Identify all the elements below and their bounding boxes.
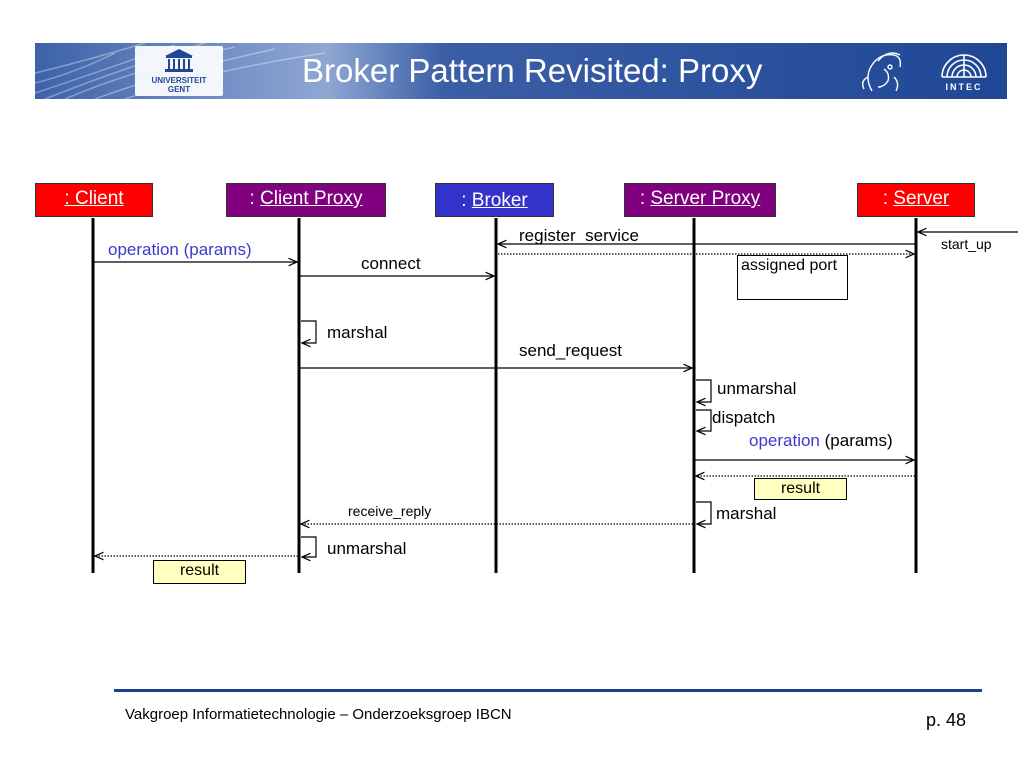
object-broker: : Broker (435, 183, 554, 217)
footer-divider (114, 689, 982, 692)
logo-text-gent: GENT (167, 85, 191, 94)
arrow-marshal-self (301, 320, 317, 343)
object-client: : Client (35, 183, 153, 217)
object-server-label: Server (893, 188, 950, 209)
label-marshal: marshal (327, 323, 388, 342)
logo-text-universiteit: UNIVERSITEIT (151, 76, 207, 85)
label-send-request: send_request (519, 341, 623, 360)
object-broker-label: Broker (471, 190, 528, 211)
label-unmarshal-2: unmarshal (327, 539, 407, 558)
arrow-marshal-self-2 (696, 501, 712, 524)
object-broker-prefix: : (461, 190, 472, 211)
label-receive-reply: receive_reply (348, 503, 432, 519)
label-connect: connect (361, 254, 421, 273)
label-register-service: register_service (519, 226, 639, 245)
object-server-proxy: : Server Proxy (624, 183, 776, 217)
object-server: : Server (857, 183, 975, 217)
label-operation-params: operation (params) (108, 240, 252, 259)
building-icon (165, 49, 193, 72)
arrow-unmarshal-self-2 (301, 536, 317, 557)
intec-logo-icon (941, 54, 987, 78)
intec-logo-text: INTEC (945, 82, 983, 92)
object-client-proxy-label: Client Proxy (260, 188, 363, 209)
object-client-label: : Client (64, 188, 124, 209)
object-client-proxy-prefix: : (249, 188, 261, 209)
label-unmarshal: unmarshal (717, 379, 797, 398)
object-server-prefix: : (882, 188, 894, 209)
result-note-server: result (754, 478, 847, 500)
page-title: Broker Pattern Revisited: Proxy (302, 52, 763, 89)
label-marshal-2: marshal (716, 504, 777, 523)
assigned-port-note: assigned port (737, 255, 848, 300)
label-operation: operation (params) (749, 431, 893, 451)
label-dispatch: dispatch (712, 408, 776, 427)
ugent-logo: UNIVERSITEIT GENT (135, 46, 223, 96)
object-server-proxy-prefix: : (639, 188, 651, 209)
label-operation-params-suffix: (params) (824, 431, 893, 450)
object-server-proxy-label: Server Proxy (650, 188, 761, 209)
arrow-unmarshal-self (696, 379, 712, 402)
result-note-client: result (153, 560, 246, 584)
object-client-proxy: : Client Proxy (226, 183, 386, 217)
footer-text: Vakgroep Informatietechnologie – Onderzo… (125, 706, 512, 723)
arrow-dispatch-self (696, 409, 712, 431)
page-number: p. 48 (926, 710, 967, 730)
label-start-up: start_up (941, 236, 992, 252)
label-operation-name: operation (749, 431, 820, 450)
athena-head-icon (861, 52, 902, 92)
